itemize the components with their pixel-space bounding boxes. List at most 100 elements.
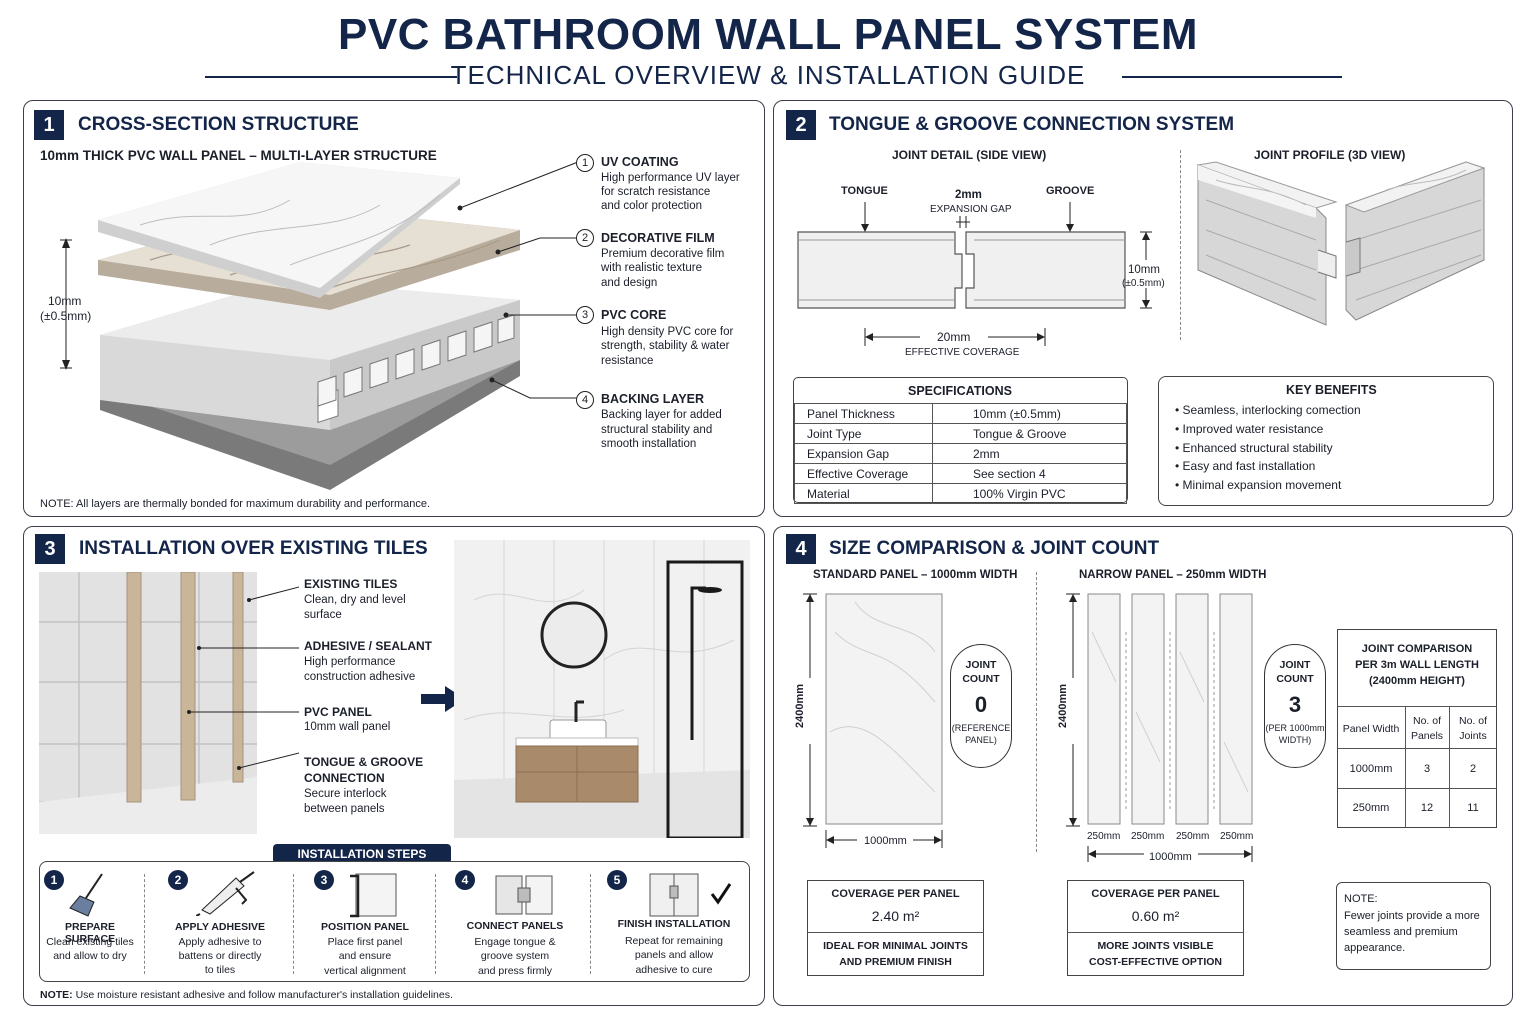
standard-panel-diagram bbox=[803, 593, 943, 848]
steps-title: INSTALLATION STEPS bbox=[297, 847, 427, 861]
standard-coverage-box bbox=[807, 880, 984, 976]
narrow-coverage-l2: COST-EFFECTIVE OPTION bbox=[1088, 956, 1222, 968]
step-3-desc-3: vertical alignment bbox=[324, 965, 406, 977]
narrow-coverage-value: 0.60 m² bbox=[1131, 908, 1180, 924]
joint-profile-title: JOINT PROFILE (3D VIEW) bbox=[1254, 148, 1406, 162]
layer-1-name: UV COATING bbox=[601, 155, 679, 169]
narrow-coverage-box bbox=[1067, 880, 1244, 976]
comparison-cell: 250mm bbox=[1352, 802, 1390, 814]
page-title: PVC BATHROOM WALL PANEL SYSTEM bbox=[337, 10, 1198, 59]
spec-key: Panel Thickness bbox=[794, 403, 933, 424]
step-4-desc-3: and press firmly bbox=[477, 965, 553, 977]
joint-profile-3d bbox=[1196, 161, 1486, 326]
section-4-divider bbox=[1036, 572, 1037, 852]
spec-key: Effective Coverage bbox=[794, 463, 933, 484]
groove-label: GROOVE bbox=[1046, 185, 1095, 197]
benefit-text: Improved water resistance bbox=[1182, 422, 1324, 436]
table-grid bbox=[1405, 706, 1406, 828]
section-4-note-2: seamless and premium bbox=[1344, 926, 1458, 938]
layer-2-number: 2 bbox=[576, 229, 594, 247]
narrow-width-4: 250mm bbox=[1220, 831, 1254, 842]
benefit-text: Seamless, interlocking comection bbox=[1182, 403, 1361, 417]
comparison-cell: 12 bbox=[1420, 802, 1434, 814]
page-subtitle: TECHNICAL OVERVIEW & INSTALLATION GUIDE bbox=[450, 60, 1086, 90]
narrow-joint-value: 3 bbox=[1288, 692, 1302, 717]
step-2-number: 2 bbox=[168, 870, 188, 890]
vanity-top bbox=[515, 737, 639, 747]
comparison-cell: 1000mm bbox=[1349, 763, 1393, 775]
step-4-number: 4 bbox=[455, 870, 475, 890]
layer-1-desc-3: and color protection bbox=[601, 200, 703, 212]
check-icon bbox=[710, 883, 732, 905]
section-2-title: TONGUE & GROOVE CONNECTION SYSTEM bbox=[829, 114, 1235, 135]
coverage-value: 20mm bbox=[937, 330, 971, 344]
layer-3-desc-3: resistance bbox=[601, 355, 654, 367]
layer-2-desc-2: with realistic texture bbox=[601, 262, 702, 274]
section-4-note-box bbox=[1336, 882, 1491, 970]
narrow-panel-3 bbox=[1175, 593, 1209, 825]
joint-comparison-table bbox=[1337, 629, 1497, 828]
section-4-number: 4 bbox=[786, 534, 816, 564]
specifications-title: SPECIFICATIONS bbox=[908, 384, 1012, 398]
narrow-joint-n2: WIDTH) bbox=[1278, 735, 1312, 745]
standard-coverage-title: COVERAGE PER PANEL bbox=[831, 888, 960, 900]
joint-side-title: JOINT DETAIL (SIDE VIEW) bbox=[892, 148, 1047, 162]
key-benefits-title: KEY BENEFITS bbox=[1286, 383, 1377, 397]
section-4-title: SIZE COMPARISON & JOINT COUNT bbox=[829, 538, 1160, 559]
section-2-number: 2 bbox=[786, 110, 816, 140]
benefit-text: Enhanced structural stability bbox=[1182, 441, 1333, 455]
standard-coverage-value: 2.40 m² bbox=[871, 908, 920, 924]
section-3-number: 3 bbox=[35, 534, 65, 564]
mirror-shape bbox=[540, 601, 608, 669]
step-divider bbox=[144, 874, 145, 974]
layer-1-desc-2: for scratch resistance bbox=[601, 186, 711, 198]
benefit-item: • Easy and fast installation bbox=[1175, 459, 1316, 473]
layer-3-desc-2: strength, stability & water bbox=[601, 340, 730, 352]
panel-position-icon bbox=[350, 873, 397, 918]
step-1-name: PREPARE SURFACE bbox=[64, 921, 116, 945]
table-grid bbox=[1337, 706, 1497, 707]
tg-label-1: TONGUE & GROOVE bbox=[304, 755, 424, 769]
layer-2-name: DECORATIVE FILM bbox=[601, 231, 715, 245]
section-4-note-title: NOTE: bbox=[1344, 893, 1378, 905]
spec-value: 2mm bbox=[932, 443, 1127, 464]
step-5-desc-3: adhesive to cure bbox=[635, 964, 713, 976]
step-2-name: APPLY ADHESIVE bbox=[174, 921, 266, 933]
step-2-desc-3: to tiles bbox=[204, 964, 236, 976]
broom-icon bbox=[69, 873, 103, 917]
comparison-cell: 11 bbox=[1467, 802, 1479, 814]
spec-key: Material bbox=[794, 483, 933, 504]
spec-value: 100% Virgin PVC bbox=[932, 483, 1127, 504]
benefit-text: Minimal expansion movement bbox=[1182, 478, 1342, 492]
narrow-joint-badge bbox=[1264, 644, 1326, 768]
joint-thickness-tol: (±0.5mm) bbox=[1122, 278, 1165, 289]
benefit-item: • Improved water resistance bbox=[1175, 422, 1324, 436]
step-divider bbox=[590, 874, 591, 974]
box-divider bbox=[1067, 932, 1244, 933]
batten-2 bbox=[180, 572, 196, 801]
tile-installation-illustration bbox=[39, 572, 299, 834]
comparison-title-1: JOINT COMPARISON bbox=[1361, 643, 1473, 655]
spec-key: Joint Type bbox=[794, 423, 933, 444]
narrow-width-2: 250mm bbox=[1131, 831, 1165, 842]
spec-value: See section 4 bbox=[932, 463, 1127, 484]
step-1-desc-2: and allow to dry bbox=[53, 950, 127, 962]
benefit-item: • Minimal expansion movement bbox=[1175, 478, 1342, 492]
standard-panel-title: STANDARD PANEL – 1000mm WIDTH bbox=[813, 569, 1018, 581]
layer-4-number: 4 bbox=[576, 391, 594, 409]
narrow-coverage-title: COVERAGE PER PANEL bbox=[1091, 888, 1220, 900]
adhesive-desc-2: construction adhesive bbox=[304, 671, 416, 683]
standard-coverage-l2: AND PREMIUM FINISH bbox=[839, 956, 952, 968]
caulk-gun-icon bbox=[196, 871, 255, 916]
narrow-panel-title: NARROW PANEL – 250mm WIDTH bbox=[1079, 569, 1267, 581]
layer-1-desc-1: High performance UV layer bbox=[601, 172, 740, 184]
step-2-desc-2: battens or directly bbox=[178, 950, 262, 962]
benefit-item: • Seamless, interlocking comection bbox=[1175, 403, 1361, 417]
standard-joint-n2: PANEL) bbox=[965, 735, 997, 745]
note-label: NOTE: bbox=[40, 989, 73, 1001]
adhesive-label: ADHESIVE / SEALANT bbox=[304, 639, 433, 653]
step-5-name: FINISH INSTALLATION bbox=[617, 918, 731, 930]
steps-title-pill bbox=[273, 844, 451, 864]
